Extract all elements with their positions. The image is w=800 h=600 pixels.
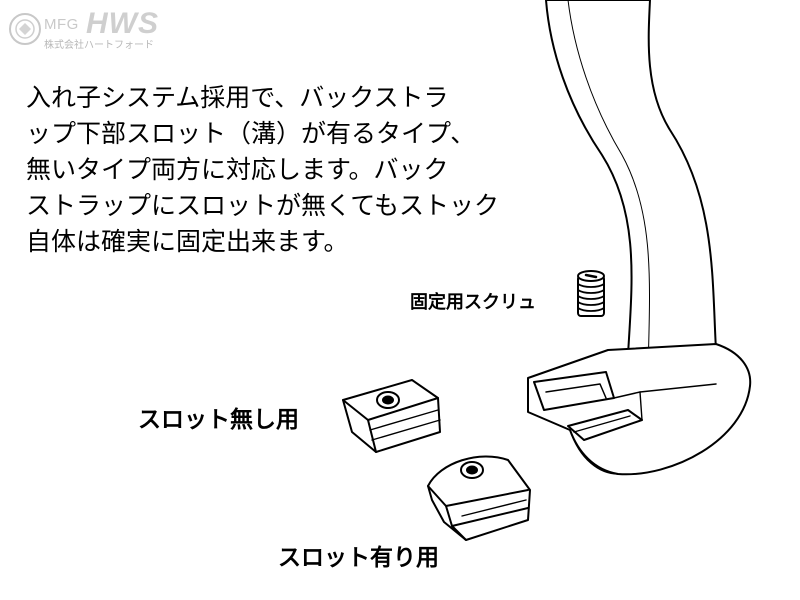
no-slot-nut-illustration [342, 379, 441, 453]
backstrap-illustration [545, 0, 719, 391]
no-slot-label: スロット無し用 [138, 407, 299, 433]
description-line: ップ下部スロット（溝）が有るタイプ、 [26, 119, 476, 148]
buttpad-illustration [527, 343, 752, 476]
logo-company-name: 株式会社ハートフォード [44, 40, 154, 51]
description-line: 無いタイプ両方に対応します。バック [26, 155, 449, 184]
with-slot-nut-illustration [427, 455, 531, 541]
company-logo: MFG HWS 株式会社ハートフォード [6, 6, 166, 54]
fixing-screw-label: 固定用スクリュ [410, 292, 536, 313]
with-slot-label: スロット有り用 [278, 545, 439, 571]
seal-icon [9, 13, 41, 45]
description-line: ストラップにスロットが無くてもストック [26, 191, 500, 220]
fixing-screw-illustration [577, 270, 605, 317]
description-line: 自体は確実に固定出来ます。 [26, 227, 349, 256]
description-line: 入れ子システム採用で、バックストラ [26, 83, 449, 112]
logo-brand-text: HWS [86, 7, 159, 40]
logo-mfg-text: MFG [44, 16, 79, 33]
description-text: 入れ子システム採用で、バックストラ ップ下部スロット（溝）が有るタイプ、 無いタ… [26, 80, 526, 260]
